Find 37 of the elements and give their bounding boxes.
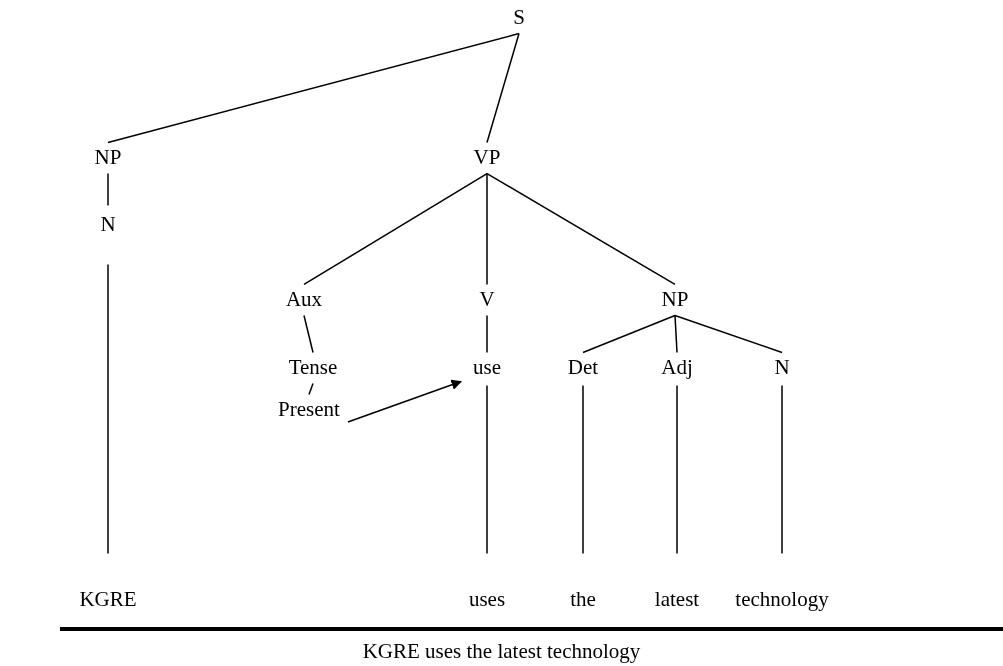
- tree-node-label: Present: [278, 398, 340, 422]
- tree-node-label: NP: [94, 146, 122, 170]
- tree-branch-line: [107, 263, 109, 555]
- tree-branch-line: [582, 314, 676, 354]
- tree-branch-line: [582, 384, 584, 555]
- arrow: [347, 379, 462, 423]
- tree-node-label: use: [473, 356, 501, 380]
- tree-node-label: NP: [661, 288, 689, 312]
- tree-node-label: Aux: [285, 288, 323, 312]
- tree-node-label: VP: [473, 146, 501, 170]
- sentence-caption: KGRE uses the latest technology: [361, 640, 642, 664]
- tree-branch-line: [674, 314, 678, 354]
- tree-node-label: Tense: [288, 356, 338, 380]
- tree-branch-line: [781, 384, 783, 555]
- tree-branch-line: [676, 384, 678, 555]
- tree-branch-line: [486, 172, 488, 286]
- tree-node-label: N: [774, 356, 790, 380]
- word-label: uses: [468, 588, 506, 612]
- word-label: the: [570, 588, 596, 612]
- tree-branch-line: [107, 32, 520, 144]
- tree-branch-line: [107, 172, 109, 207]
- tree-branch-line: [486, 314, 488, 354]
- word-label: latest: [654, 588, 700, 612]
- tree-branch-line: [674, 314, 783, 354]
- tree-branch-line: [486, 32, 520, 144]
- tree-branch-line: [486, 172, 676, 286]
- tree-node-label: S: [513, 6, 525, 30]
- tree-branch-line: [303, 314, 314, 354]
- word-label: technology: [735, 588, 829, 612]
- tree-branch-line: [303, 172, 488, 286]
- word-label: KGRE: [79, 588, 137, 612]
- tree-node-label: Det: [567, 356, 599, 380]
- tree-branch-line: [486, 384, 488, 555]
- tree-node-label: N: [100, 213, 116, 237]
- tree-node-label: V: [479, 288, 495, 312]
- tree-branch-line: [308, 382, 314, 396]
- tree-node-label: Adj: [661, 356, 693, 380]
